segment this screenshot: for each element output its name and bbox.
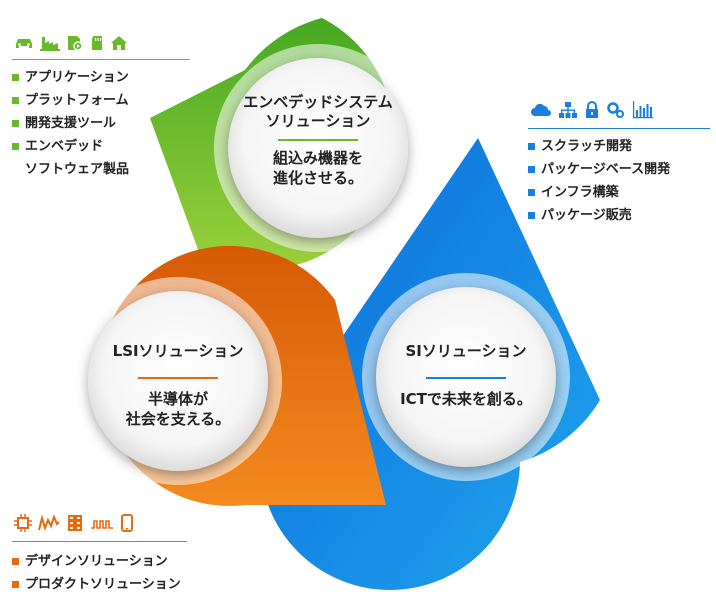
lsi-title: LSIソリューション [113,342,244,360]
list-item-label: パッケージベース開発 [541,162,671,177]
list-item-label: 開発支援ツール [25,116,117,131]
list-item-label: プラットフォーム [25,93,129,108]
si-rule [528,128,710,129]
bullet [528,189,535,196]
bullet [12,97,19,104]
embedded-icon-row [14,35,128,51]
si-sub: ICTで未来を創る。 [400,390,532,408]
list-item-label: スクラッチ開発 [541,139,633,154]
embedded-list: アプリケーション プラットフォーム 開発支援ツール エンベデッドソフトウェア製品 [12,66,129,181]
list-item: 開発支援ツール [12,112,129,135]
lock-icon [584,101,600,119]
list-item-label: インフラ構築 [541,185,619,200]
circuit-board-icon [66,514,84,532]
lsi-icon-row [14,514,134,532]
home-icon [110,35,128,51]
signal-pulse-icon [90,514,114,532]
smartphone-icon [120,514,134,532]
bullet [12,558,19,565]
embedded-sub-line1: 組込み機器を [273,149,363,167]
bullet [12,74,19,81]
chip-icon [14,514,32,532]
list-item: パッケージ販売 [528,204,670,227]
list-item: プロダクトソリューション [12,573,181,596]
embedded-title-line2: ソリューション [266,112,371,130]
gears-icon [606,101,626,119]
embedded-rule [12,59,190,60]
lsi-sub-line2: 社会を支える。 [125,410,231,428]
si-list: スクラッチ開発 パッケージベース開発 インフラ構築 パッケージ販売 [528,135,670,227]
bullet [528,143,535,150]
list-item: スクラッチ開発 [528,135,670,158]
list-item-label: アプリケーション [25,70,129,85]
cloud-icon [530,102,552,118]
lsi-segment: LSIソリューション 半導体が 社会を支える。 [74,245,386,506]
list-item: エンベデッドソフトウェア製品 [12,135,129,181]
list-item: パッケージベース開発 [528,158,670,181]
embedded-segment: エンベデッドシステム ソリューション 組込み機器を 進化させる。 [150,18,422,270]
embedded-sub-line2: 進化させる。 [273,169,363,187]
bar-chart-icon [632,101,654,119]
list-item: アプリケーション [12,66,129,89]
bullet [528,212,535,219]
si-icon-row [530,101,654,119]
media-icon [66,35,84,51]
list-item: デザインソリューション [12,550,181,573]
si-title: SIソリューション [405,342,526,360]
bullet [528,166,535,173]
list-item-label: デザインソリューション [25,554,168,569]
memory-card-icon [90,35,104,51]
network-icon [558,101,578,119]
list-item-label: プロダクトソリューション [25,577,181,592]
waveform-icon [38,514,60,532]
car-icon [14,35,34,51]
embedded-title-line1: エンベデッドシステム [243,93,393,111]
bullet [12,143,19,150]
factory-icon [40,35,60,51]
list-item-label: エンベデッド [25,139,104,154]
lsi-rule [12,541,187,542]
bullet [12,120,19,127]
lsi-inner-circle [88,291,268,471]
list-item: プラットフォーム [12,89,129,112]
lsi-list: デザインソリューション プロダクトソリューション [12,550,181,596]
list-item: インフラ構築 [528,181,670,204]
embedded-inner-circle [228,58,408,238]
list-item-continuation: ソフトウェア製品 [25,162,130,177]
list-item-label: パッケージ販売 [541,208,632,223]
bullet [12,581,19,588]
lsi-sub-line1: 半導体が [148,390,209,408]
